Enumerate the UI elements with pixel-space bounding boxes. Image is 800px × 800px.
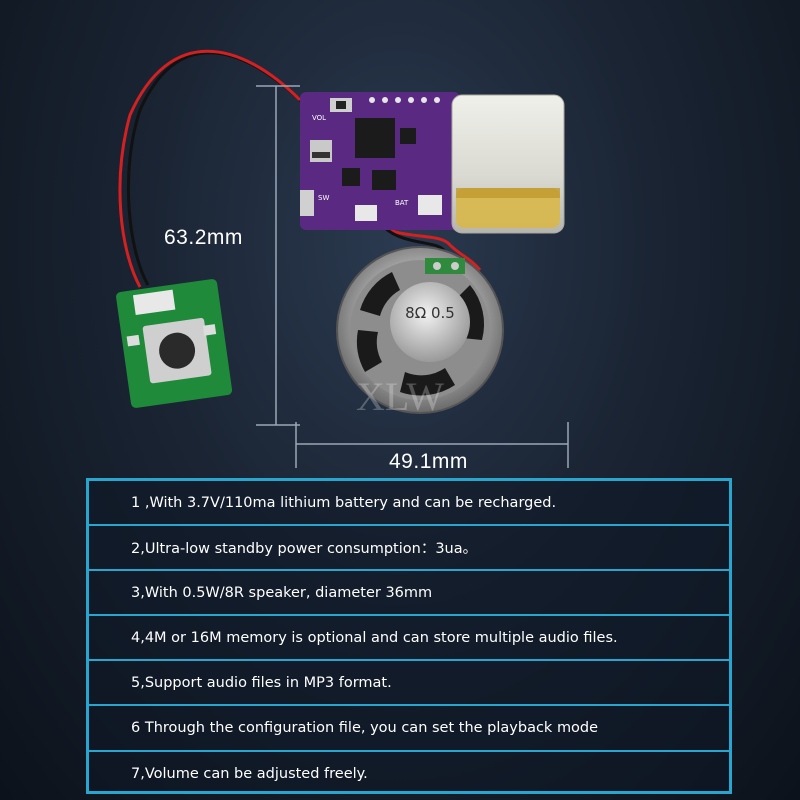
watermark: XLW xyxy=(356,374,444,419)
speaker: 8Ω 0.5 xyxy=(336,246,504,414)
vol-label: VOL xyxy=(312,114,326,122)
feature-item: 3,With 0.5W/8R speaker, diameter 36mm xyxy=(89,571,729,617)
product-photo: VOL BAT SW 8Ω 0.5 XLW xyxy=(116,49,569,468)
audio-module-pcb: VOL BAT SW xyxy=(300,92,460,230)
sw-label: SW xyxy=(318,194,329,202)
feature-item: 2,Ultra-low standby power consumption：3u… xyxy=(89,526,729,572)
height-label: 63.2mm xyxy=(164,226,243,249)
features-list: 1 ,With 3.7V/110ma lithium battery and c… xyxy=(86,478,732,794)
feature-item: 7,Volume can be adjusted freely. xyxy=(131,766,368,783)
feature-item: 5,Support audio files in MP3 format. xyxy=(89,661,729,707)
bat-label: BAT xyxy=(395,199,409,207)
feature-item: 6 Through the configuration file, you ca… xyxy=(89,706,729,752)
button-board xyxy=(116,279,233,408)
width-dimension-line xyxy=(295,422,569,468)
lithium-battery xyxy=(451,94,565,234)
feature-item: 1 ,With 3.7V/110ma lithium battery and c… xyxy=(89,481,729,527)
height-dimension-line xyxy=(256,85,300,426)
feature-item: 4,4M or 16M memory is optional and can s… xyxy=(89,616,729,662)
width-label: 49.1mm xyxy=(389,450,468,473)
speaker-marking: 8Ω 0.5 xyxy=(405,304,455,322)
